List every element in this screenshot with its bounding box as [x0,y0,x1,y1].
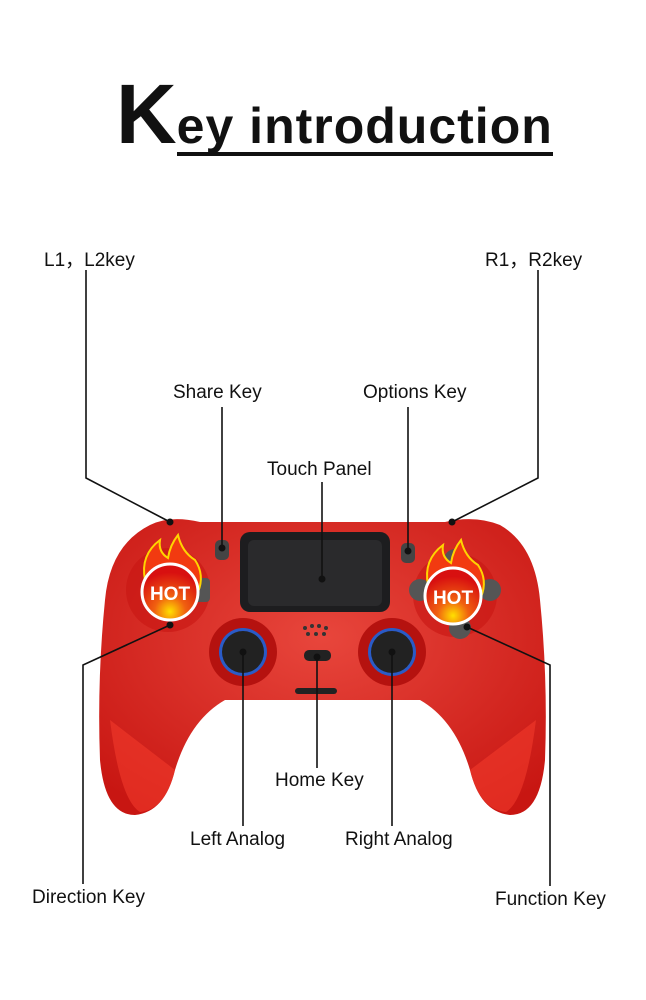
label-share-key: Share Key [173,382,262,403]
label-home-key: Home Key [275,770,364,791]
hot-badge-left: HOT [140,532,202,622]
label-left-analog: Left Analog [190,829,286,850]
label-touch-panel: Touch Panel [267,459,372,480]
title-rest: ey introduction [176,98,553,156]
callout-lines [82,270,551,886]
label-right-analog: Right Analog [345,829,453,850]
label-options-key: Options Key [363,382,467,403]
label-function-key: Function Key [495,889,606,910]
label-l1-l2-key: L1，L2key [44,250,135,271]
callout-dots [166,518,471,661]
title-initial: K [116,67,177,161]
label-direction-key: Direction Key [32,887,145,908]
page-title: Key introduction [116,66,553,161]
hot-badge-right: HOT [423,537,485,626]
label-r1-r2-key: R1，R2key [485,250,583,271]
hot-badge-text: HOT [150,584,191,605]
hot-badge-text: HOT [433,588,474,609]
